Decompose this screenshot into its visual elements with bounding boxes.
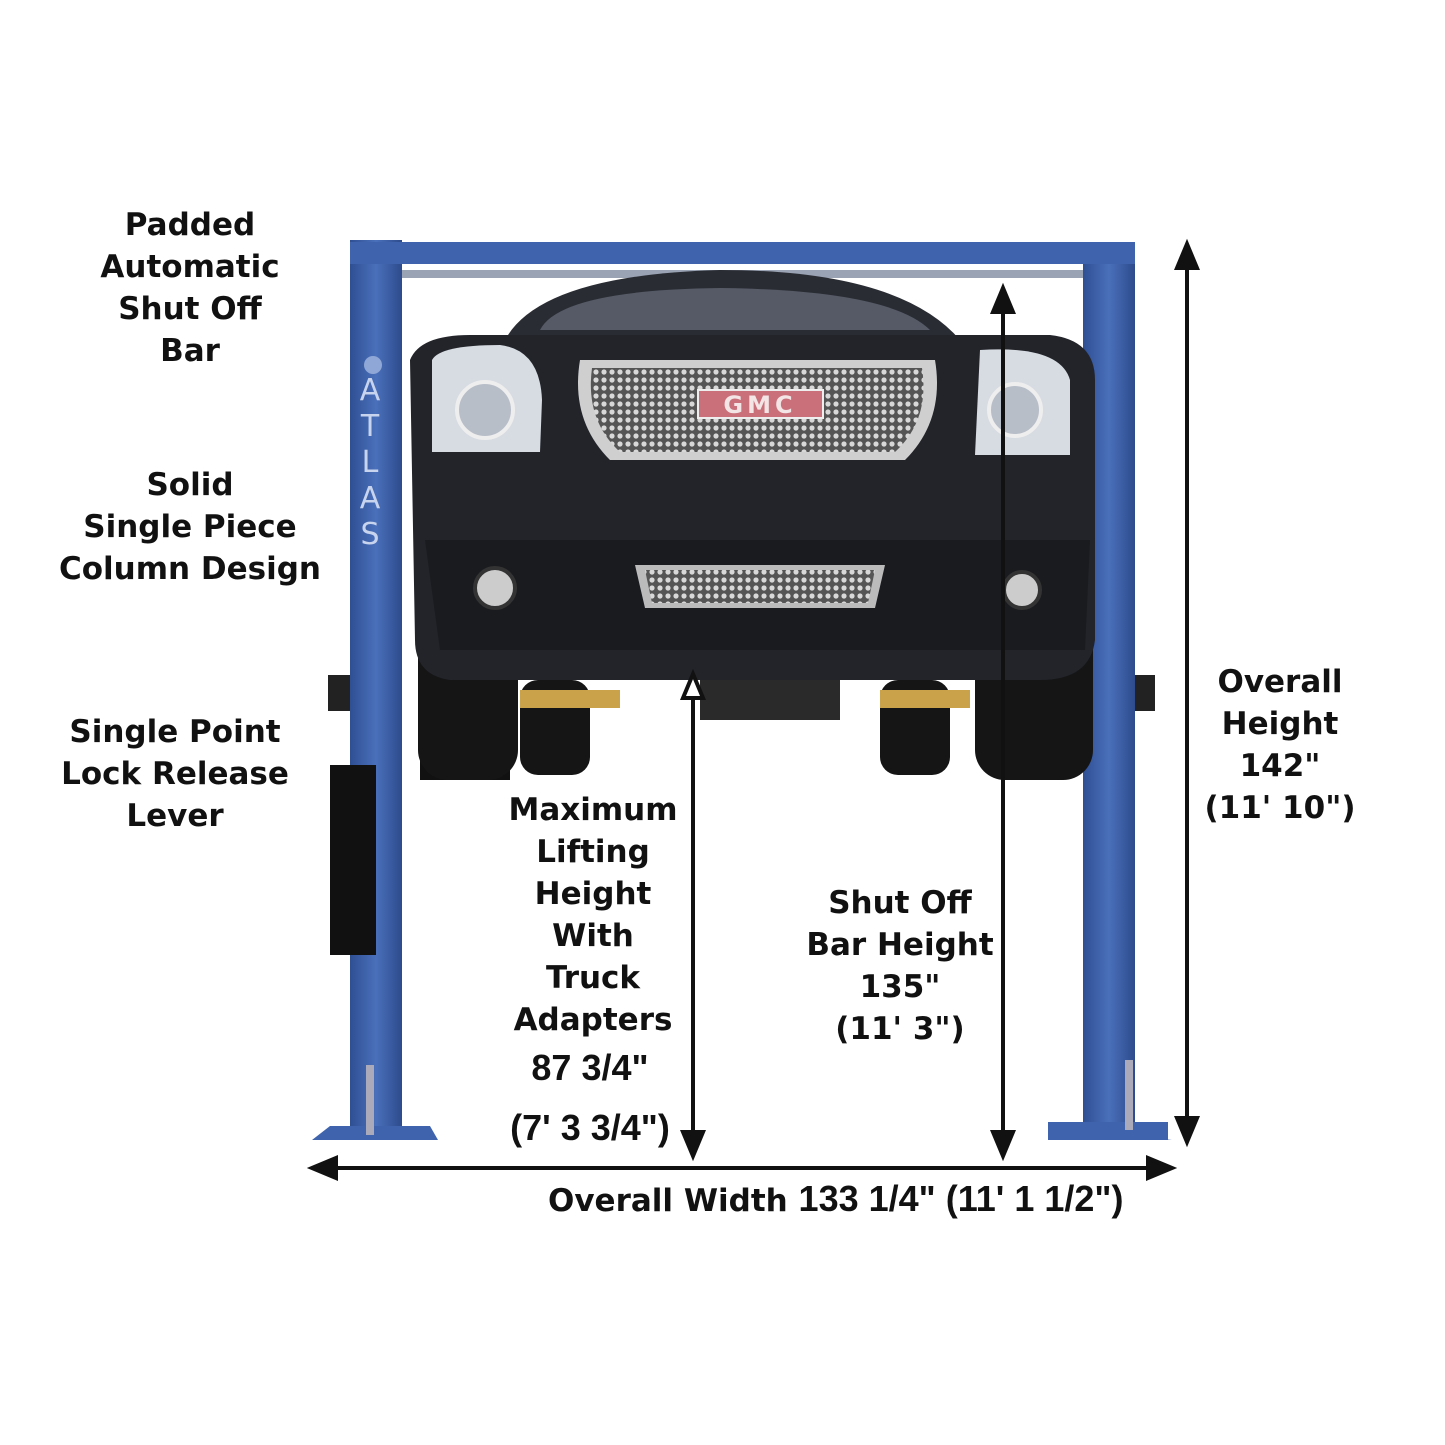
column-feature-label: Solid Single Piece Column Design xyxy=(50,464,330,590)
shutoff-height-label: Shut Off Bar Height 135" (11' 3") xyxy=(790,882,1010,1050)
label-line: Bar Height xyxy=(806,927,994,963)
label-line: Shut Off xyxy=(828,885,972,921)
label-line: Adapters xyxy=(513,1002,673,1038)
label-line: Shut Off xyxy=(118,291,262,327)
label-line: Maximum xyxy=(508,792,678,828)
label-line: Lock Release xyxy=(61,756,289,792)
overall-width-text: Overall Width xyxy=(548,1183,788,1219)
left-base-plate xyxy=(312,1126,438,1140)
right-base-plate xyxy=(1048,1122,1168,1140)
max-lift-height-value: 87 3/4" xyxy=(531,1047,649,1088)
label-line: Automatic xyxy=(100,249,280,285)
max-lift-height-label: Maximum Lifting Height With Truck Adapte… xyxy=(483,789,703,1041)
overall-width-label: Overall Width 133 1/4" (11' 1 1/2") xyxy=(548,1178,1123,1222)
label-line: Overall xyxy=(1217,664,1343,700)
lift-frame xyxy=(312,240,1172,1140)
label-line: Truck xyxy=(545,960,641,996)
label-line: Single Piece xyxy=(83,509,297,545)
right-lift-arm xyxy=(880,690,970,708)
shutoff-height-value-alt: (11' 3") xyxy=(835,1011,965,1047)
overall-height-label: Overall Height 142" (11' 10") xyxy=(1180,661,1380,829)
gmc-badge xyxy=(697,389,824,419)
label-line: Padded xyxy=(124,207,256,243)
left-lift-arm xyxy=(520,690,620,708)
label-line: Height xyxy=(1221,706,1339,742)
shutoff-height-value: 135" xyxy=(859,969,941,1005)
label-line: Height xyxy=(534,876,652,912)
truck: GMC xyxy=(410,270,1095,780)
left-column xyxy=(350,240,402,1140)
dimension-arrows xyxy=(306,238,1200,1181)
lock-release-box xyxy=(330,765,376,955)
label-line: Column Design xyxy=(58,551,321,587)
overhead-bar xyxy=(350,242,1135,264)
label-line: Lifting xyxy=(536,834,650,870)
vehicle-badge-text: GMC xyxy=(723,391,796,419)
label-line: Single Point xyxy=(69,714,281,750)
label-line: Bar xyxy=(160,333,220,369)
label-line: Lever xyxy=(126,798,224,834)
overall-height-value: 142" xyxy=(1239,748,1321,784)
lock-feature-label: Single Point Lock Release Lever xyxy=(50,711,300,837)
label-line: Solid xyxy=(146,467,234,503)
overall-height-value-alt: (11' 10") xyxy=(1204,790,1356,826)
max-lift-height-value-alt: (7' 3 3/4") xyxy=(510,1107,670,1148)
overall-width-value: 133 1/4" (11' 1 1/2") xyxy=(798,1178,1124,1219)
label-line: With xyxy=(552,918,634,954)
shutoff-bar-feature-label: Padded Automatic Shut Off Bar xyxy=(90,204,290,372)
